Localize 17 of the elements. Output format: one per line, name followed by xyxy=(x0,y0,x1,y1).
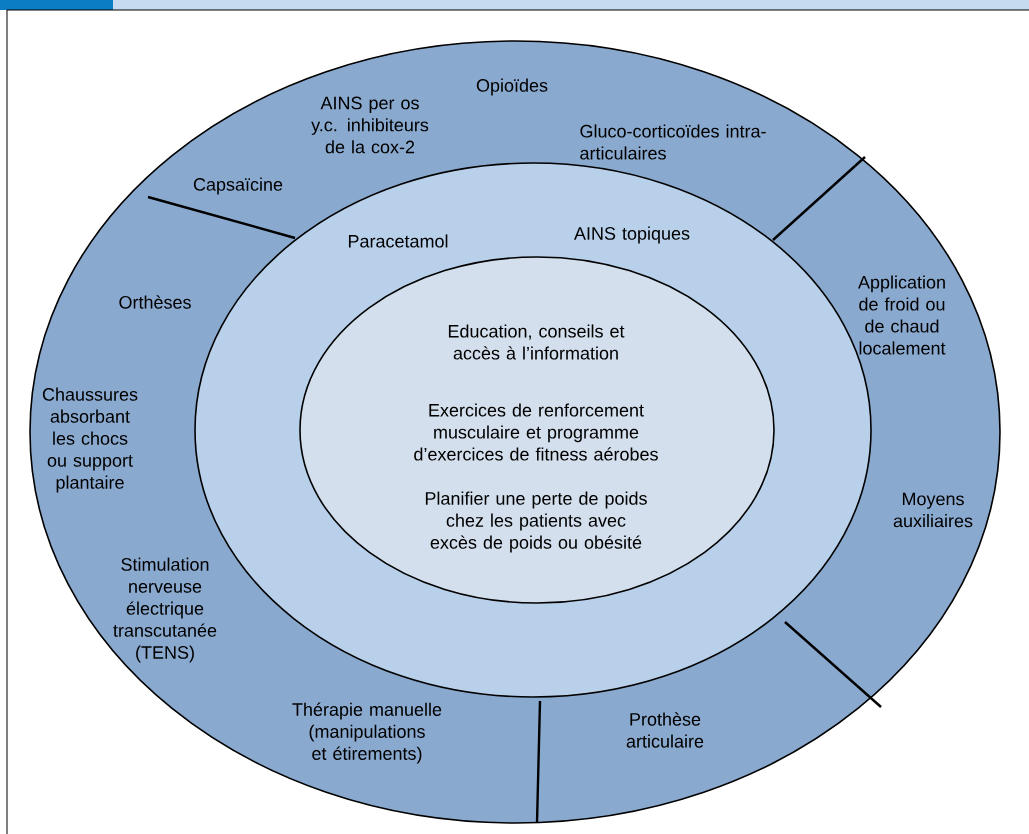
ring-label: Stimulation nerveuse électrique transcutanée (TENS) xyxy=(113,557,217,663)
ring-label: Moyens auxiliaires xyxy=(893,492,973,528)
ellipse-label: Education, conseils et accès à l’information xyxy=(448,324,625,360)
ring-label: Capsaïcine xyxy=(193,177,283,195)
ring-label: Application de froid ou de chaud localement xyxy=(858,275,946,355)
ellipse-label: Paracetamol xyxy=(348,234,448,248)
ring-label: Thérapie manuelle (manipulations et étirements) xyxy=(292,702,442,764)
ellipse-label: AINS topiques xyxy=(574,226,690,244)
ring-label: Chaussures absorbant les chocs ou support plantaire xyxy=(42,387,138,493)
ellipse-label: Planifier une perte de poids chez les patients avec excès de poids ou obésité xyxy=(425,491,647,553)
ring-label: Gluco-corticoïdes intra-articulaires xyxy=(580,124,766,160)
ring-label: Opioïdes xyxy=(476,78,548,96)
ring-label: Prothèse articulaire xyxy=(626,712,704,748)
ellipse-label: Exercices de renforcement musculaire et programme d’exercices de fitness aérobes xyxy=(414,403,658,461)
ring-label: Orthèses xyxy=(119,295,191,309)
ellipse xyxy=(299,256,775,604)
ring-label: AINS per os y.c. inhibiteurs de la cox-2 xyxy=(311,96,429,154)
